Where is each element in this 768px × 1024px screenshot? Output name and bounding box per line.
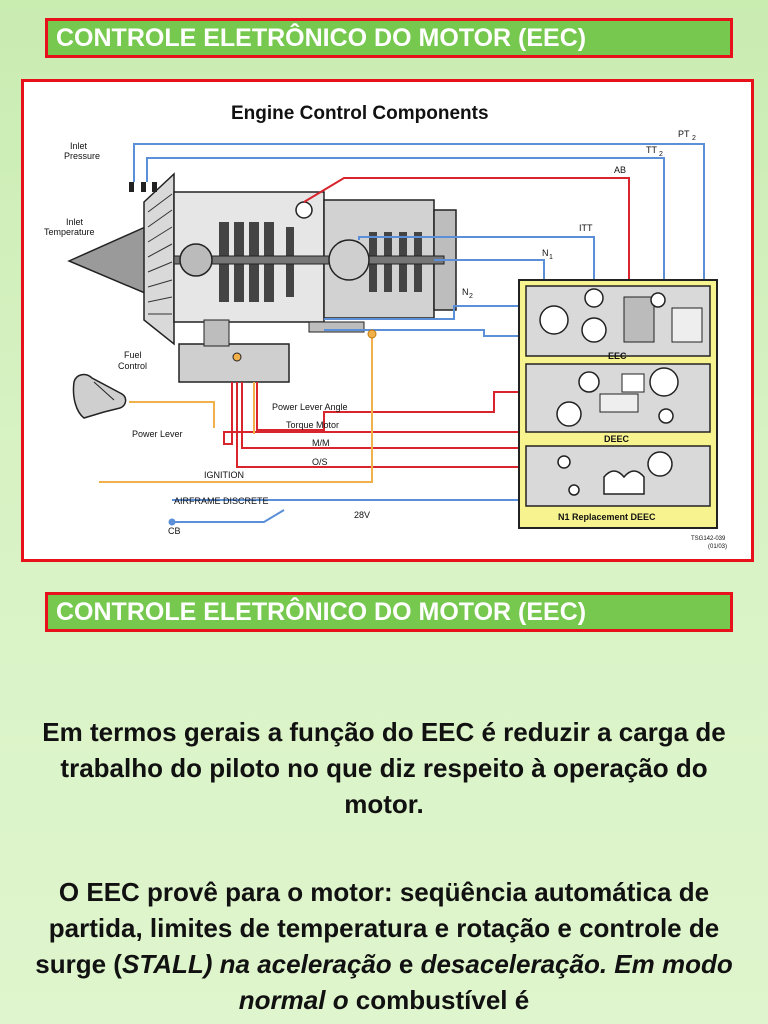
n1-subscript: 1 [549, 254, 553, 261]
tt2-label: TT [646, 145, 657, 155]
paragraph2-stall-italic: STALL) na aceleração [122, 949, 392, 979]
eec-label: EEC [608, 351, 627, 361]
inlet-pressure-label-1: Inlet [70, 141, 88, 151]
engine-control-diagram: Engine Control Components [21, 79, 754, 562]
itt-label: ITT [579, 223, 593, 233]
28v-label: 28V [354, 510, 370, 520]
power-lever-handle-illustration [73, 375, 125, 418]
paragraph-eec-provides: O EEC provê para o motor: seqüência auto… [18, 874, 750, 1018]
paragraph-eec-function: Em termos gerais a função do EEC é reduz… [18, 714, 750, 822]
deec-label: DEEC [604, 434, 630, 444]
drawing-tag-line1: TSG142-039 [691, 536, 726, 542]
ab-label: AB [614, 165, 626, 175]
torque-motor-label: Torque Motor [286, 420, 339, 430]
fuel-control-label-1: Fuel [124, 350, 142, 360]
paragraph2-part5: combustível é [349, 985, 530, 1015]
ignition-label: IGNITION [204, 470, 244, 480]
inlet-temperature-label-1: Inlet [66, 217, 84, 227]
n2-subscript: 2 [469, 293, 473, 300]
pt2-subscript: 2 [692, 135, 696, 142]
tt2-subscript: 2 [659, 151, 663, 158]
slide-title-bottom: CONTROLE ELETRÔNICO DO MOTOR (EEC) [45, 592, 733, 632]
power-lever-label: Power Lever [132, 429, 183, 439]
n2-label: N [462, 287, 469, 297]
mm-label: M/M [312, 438, 330, 448]
cb-label: CB [168, 526, 181, 536]
fuel-control-label-2: Control [118, 361, 147, 371]
paragraph2-part3: e [392, 949, 421, 979]
diagram-svg: Engine Control Components [24, 82, 751, 559]
n1-replacement-label: N1 Replacement DEEC [558, 512, 656, 522]
airframe-discrete-label: AIRFRAME DISCRETE [174, 496, 269, 506]
n1-label: N [542, 248, 549, 258]
power-lever-angle-label: Power Lever Angle [272, 402, 348, 412]
slide-title-top: CONTROLE ELETRÔNICO DO MOTOR (EEC) [45, 18, 733, 58]
pt2-label: PT [678, 129, 690, 139]
eec-unit: EEC DEEC N1 Replacement DEEC [519, 280, 717, 528]
diagram-title: Engine Control Components [231, 103, 489, 124]
os-label: O/S [312, 457, 328, 467]
inlet-temperature-label-2: Temperature [44, 227, 95, 237]
inlet-pressure-label-2: Pressure [64, 151, 100, 161]
drawing-tag-line2: (01/03) [708, 544, 727, 550]
cb-connector-dot [169, 519, 176, 526]
